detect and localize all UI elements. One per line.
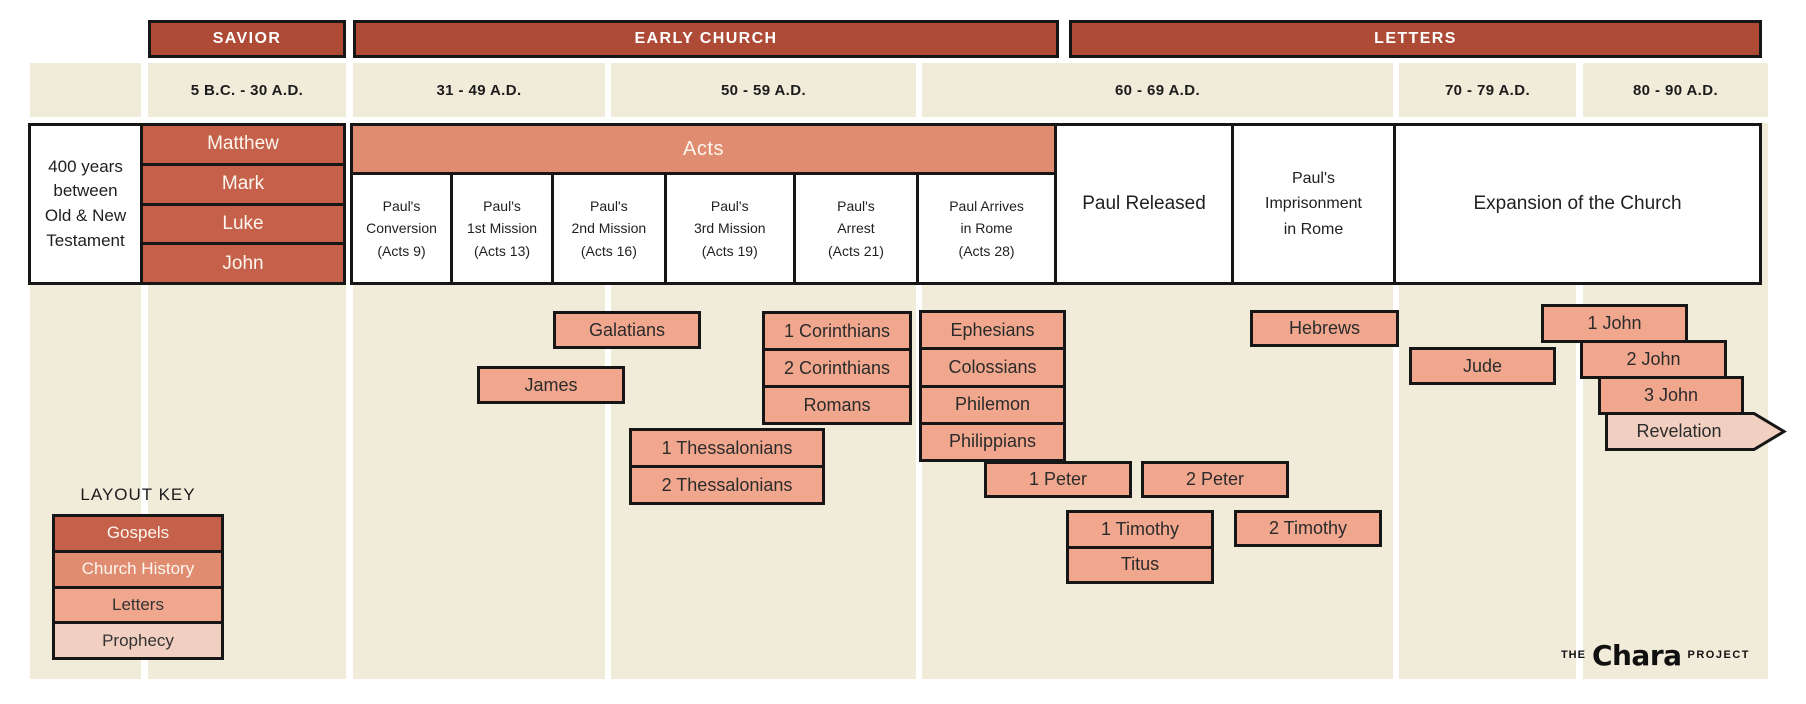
column-band-upper-intro [30, 63, 141, 117]
legend-church-history: Church History [55, 549, 221, 586]
date-range-5bc-30ad: 5 B.C. - 30 A.D. [148, 63, 346, 117]
chara-project-logo: THE Chara PROJECT [1540, 638, 1750, 672]
book-1-peter: 1 Peter [984, 461, 1132, 498]
date-range-60-69: 60 - 69 A.D. [922, 63, 1393, 117]
logo-the: THE [1560, 649, 1586, 661]
book-revelation: Revelation [1636, 421, 1722, 441]
gospel-john: John [143, 242, 343, 282]
legend-prophecy: Prophecy [55, 621, 221, 657]
pauls-imprisonment-box: Paul's Imprisonment in Rome [1231, 123, 1396, 285]
gospel-mark: Mark [143, 162, 343, 203]
book-revelation-arrow: Revelation [1605, 412, 1787, 451]
gospel-matthew: Matthew [207, 133, 279, 155]
book-1-timothy: 1 Timothy [1100, 518, 1180, 539]
book-titus: Titus [1069, 545, 1211, 582]
book-philemon: Philemon [922, 384, 1063, 422]
logo-project: PROJECT [1687, 649, 1750, 661]
intertestamental-box: 400 years between Old & New Testament [28, 123, 143, 285]
book-jude: Jude [1409, 347, 1556, 385]
book-2-thessalonians: 2 Thessalonians [632, 465, 822, 502]
logo-chara: Chara [1591, 638, 1682, 672]
timothy-titus-stack: 1 Timothy Titus [1066, 510, 1214, 584]
revelation-arrow-shape [1605, 412, 1787, 451]
acts-event-pauls-arrest: Paul's Arrest (Acts 21) [792, 175, 917, 282]
book-3-john: 3 John [1598, 376, 1744, 415]
date-range-31-49: 31 - 49 A.D. [353, 63, 605, 117]
expansion-of-church-box: Expansion of the Church [1393, 123, 1762, 285]
acts-event-pauls-conversion: Paul's Conversion (Acts 9) [353, 175, 451, 282]
book-1-thessalonians: 1 Thessalonians [661, 437, 793, 458]
corinthians-romans-stack: 1 Corinthians 2 Corinthians Romans [762, 311, 912, 425]
book-2-john: 2 John [1580, 340, 1727, 379]
date-range-80-90: 80 - 90 A.D. [1583, 63, 1768, 117]
date-range-70-79: 70 - 79 A.D. [1399, 63, 1576, 117]
book-romans: Romans [765, 385, 909, 422]
book-hebrews: Hebrews [1250, 310, 1399, 347]
era-header-early-church: EARLY CHURCH [353, 20, 1059, 58]
book-james: James [477, 366, 625, 404]
legend-box: Gospels Church History Letters Prophecy [52, 514, 224, 660]
thessalonians-stack: 1 Thessalonians 2 Thessalonians [629, 428, 825, 505]
gospel-luke: Luke [143, 202, 343, 243]
book-colossians: Colossians [922, 347, 1063, 384]
book-philippians: Philippians [922, 421, 1063, 459]
book-galatians: Galatians [553, 311, 701, 349]
book-1-john: 1 John [1541, 304, 1688, 343]
date-range-50-59: 50 - 59 A.D. [611, 63, 916, 117]
legend-title: LAYOUT KEY [80, 485, 196, 504]
legend-letters: Letters [55, 585, 221, 622]
book-2-corinthians: 2 Corinthians [765, 348, 909, 385]
acts-event-second-mission: Paul's 2nd Mission (Acts 16) [551, 175, 664, 282]
era-header-letters: LETTERS [1069, 20, 1762, 58]
acts-events-row: Paul's Conversion (Acts 9) Paul's 1st Mi… [350, 172, 1057, 285]
book-2-peter: 2 Peter [1141, 461, 1289, 498]
book-1-corinthians: 1 Corinthians [783, 320, 891, 341]
acts-bar: Acts [350, 123, 1057, 175]
book-ephesians: Ephesians [950, 319, 1035, 340]
paul-released-box: Paul Released [1054, 123, 1234, 285]
acts-event-paul-arrives-rome: Paul Arrives in Rome (Acts 28) [916, 175, 1054, 282]
prison-epistles-stack: Ephesians Colossians Philemon Philippian… [919, 310, 1066, 462]
gospels-stack: Matthew Mark Luke John [140, 123, 346, 285]
era-header-savior: SAVIOR [148, 20, 346, 58]
acts-event-first-mission: Paul's 1st Mission (Acts 13) [450, 175, 552, 282]
legend-gospels: Gospels [55, 517, 221, 550]
acts-event-third-mission: Paul's 3rd Mission (Acts 19) [663, 175, 793, 282]
book-2-timothy: 2 Timothy [1234, 510, 1382, 547]
